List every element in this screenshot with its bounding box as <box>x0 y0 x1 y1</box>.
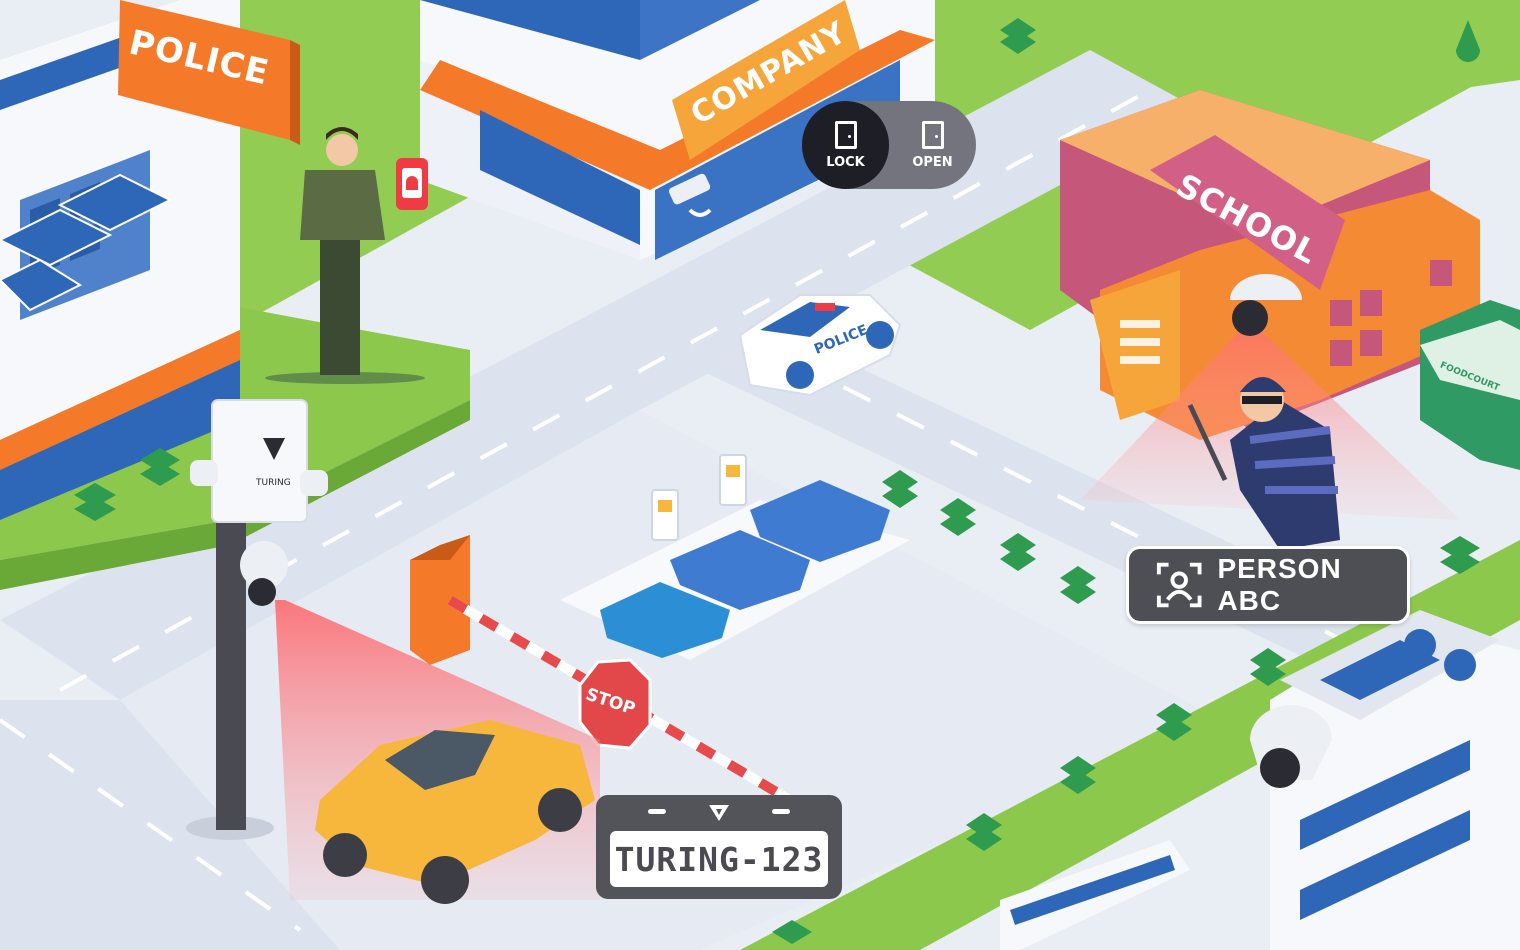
foodcourt-building <box>1420 300 1520 470</box>
plate-number: TURING-123 <box>614 839 824 879</box>
company-building <box>420 0 935 260</box>
face-recognition-badge: PERSON ABC <box>1126 546 1410 624</box>
trees <box>74 18 1480 944</box>
office-tower <box>1270 610 1520 950</box>
person-name-label: PERSON ABC <box>1217 553 1342 616</box>
police-car <box>738 294 902 397</box>
face-scan-icon <box>1156 562 1202 608</box>
open-label: OPEN <box>912 154 953 170</box>
company-sign-board <box>672 0 860 160</box>
dome-camera-tower <box>1250 705 1332 788</box>
open-button[interactable]: OPEN <box>889 101 976 189</box>
plate-face: TURING-123 <box>610 831 828 887</box>
turing-logo-icon <box>709 805 729 821</box>
plate-bolt <box>772 809 790 814</box>
dome-camera-school <box>1230 274 1302 336</box>
turing-camera-pole <box>186 399 328 840</box>
thief-figure <box>1187 377 1340 550</box>
police-sign-board <box>118 0 300 145</box>
license-plate-readout: TURING-123 <box>596 795 842 899</box>
stop-sign <box>578 658 652 750</box>
cctv-camera-company <box>668 173 712 217</box>
train <box>1000 840 1190 950</box>
door-locked-icon <box>834 120 857 149</box>
door-access-control: LOCK OPEN <box>802 101 976 189</box>
lock-label: LOCK <box>826 154 865 170</box>
parked-cars <box>600 480 890 658</box>
plate-bolt <box>648 809 666 814</box>
taxi-car <box>315 720 595 904</box>
lock-button[interactable]: LOCK <box>802 101 889 189</box>
siren-alert-icon <box>396 158 428 210</box>
turing-device-label: TURING <box>256 478 291 488</box>
door-open-icon <box>921 120 944 149</box>
police-officer <box>265 127 425 384</box>
